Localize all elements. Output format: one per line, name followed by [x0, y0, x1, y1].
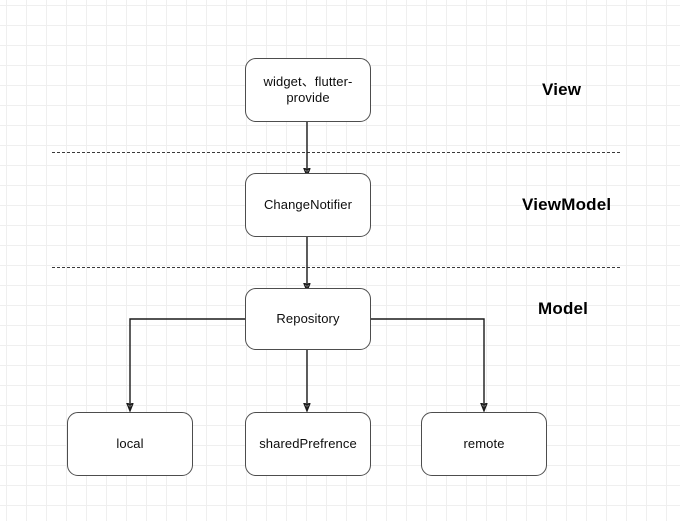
- edge-repository-to-local: [130, 318, 245, 410]
- node-shared-preference-label: sharedPrefrence: [259, 436, 357, 451]
- node-shared-preference[interactable]: sharedPrefrence: [245, 412, 371, 476]
- layer-label-view: View: [542, 80, 582, 99]
- node-widget[interactable]: widget、flutter-provide: [245, 58, 371, 122]
- node-change-notifier-label: ChangeNotifier: [263, 197, 353, 212]
- edge-repository-to-remote: [371, 318, 484, 410]
- divider-viewmodel-model: [52, 267, 620, 268]
- node-remote[interactable]: remote: [421, 412, 547, 476]
- node-remote-label: remote: [463, 436, 505, 451]
- layer-label-viewmodel: ViewModel: [522, 195, 612, 214]
- node-local-label: local: [116, 436, 144, 451]
- node-widget-label: widget、flutter-provide: [263, 74, 353, 105]
- node-repository[interactable]: Repository: [245, 288, 371, 350]
- node-repository-label: Repository: [276, 311, 340, 326]
- divider-view-viewmodel: [52, 152, 620, 153]
- layer-label-model: Model: [538, 299, 589, 318]
- node-change-notifier[interactable]: ChangeNotifier: [245, 173, 371, 237]
- node-local[interactable]: local: [67, 412, 193, 476]
